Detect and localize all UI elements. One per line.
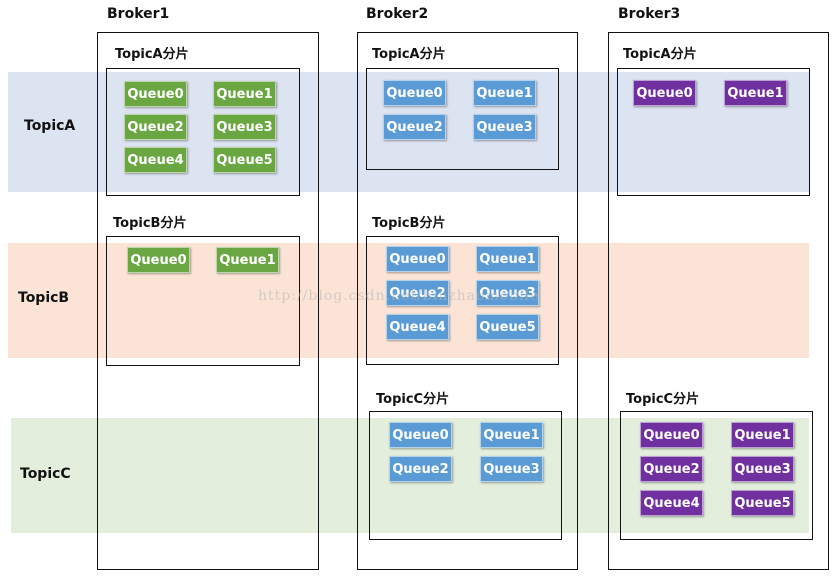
broker1-topica-shard-title: TopicA分片 [115,47,189,62]
broker3-topicc-queue0: Queue0 [640,422,703,448]
broker3-topicc-queue4: Queue4 [640,490,703,516]
broker2-topicb-queue5: Queue5 [476,314,539,340]
broker3-topica-queue0: Queue0 [633,80,696,106]
broker1-topicb-queue0: Queue0 [127,247,190,273]
broker3-topicc-queue3: Queue3 [731,456,794,482]
broker2-topica-queue1: Queue1 [473,80,536,106]
broker3-topica-shard-title: TopicA分片 [623,47,697,62]
broker1-topicb-shard [106,236,300,366]
broker2-topicb-shard-title: TopicB分片 [372,216,446,231]
broker2-topica-shard [366,68,559,170]
broker2-topica-queue0: Queue0 [383,80,446,106]
broker1-topica-shard [106,68,300,196]
broker1-topica-queue5: Queue5 [213,147,276,173]
broker1-topicb-shard-title: TopicB分片 [113,216,187,231]
broker2-topica-shard-title: TopicA分片 [372,47,446,62]
broker3-topicc-queue2: Queue2 [640,456,703,482]
broker3-topica-shard [617,68,810,196]
broker1-topica-queue4: Queue4 [124,147,187,173]
broker2-topicc-shard [369,411,562,540]
broker1-topica-queue3: Queue3 [213,114,276,140]
broker2-topicb-queue0: Queue0 [386,246,449,272]
broker2-topicb-queue4: Queue4 [386,314,449,340]
watermark: http://blog.csdn.net/binzhaomobile [258,288,540,304]
broker3-title: Broker3 [618,6,681,22]
topicb-label: TopicB [18,290,70,306]
broker3-box [608,32,829,570]
broker3-topica-queue1: Queue1 [724,80,787,106]
broker1-topica-queue0: Queue0 [124,81,187,107]
broker2-topicb-queue1: Queue1 [476,246,539,272]
topica-label: TopicA [24,118,76,134]
broker1-title: Broker1 [107,6,170,22]
broker2-topica-queue3: Queue3 [473,114,536,140]
broker2-topicc-queue1: Queue1 [480,422,543,448]
broker3-topicc-queue5: Queue5 [731,490,794,516]
broker2-topica-queue2: Queue2 [383,114,446,140]
topicc-label: TopicC [20,466,71,482]
broker2-title: Broker2 [366,6,429,22]
broker3-topicc-shard [620,411,813,540]
broker3-topicc-shard-title: TopicC分片 [626,392,700,407]
broker2-topicc-shard-title: TopicC分片 [376,392,450,407]
broker2-topicb-queue2: Queue2 [386,280,449,306]
broker2-topicc-queue3: Queue3 [480,456,543,482]
broker2-topicb-queue3: Queue3 [476,280,539,306]
broker1-topicb-queue1: Queue1 [216,247,279,273]
broker2-topicb-shard [366,236,559,365]
broker1-box [97,32,319,570]
broker3-topicc-queue1: Queue1 [731,422,794,448]
broker2-topicc-queue0: Queue0 [389,422,452,448]
broker1-topica-queue1: Queue1 [213,81,276,107]
broker2-box [357,32,578,570]
broker1-topica-queue2: Queue2 [124,114,187,140]
broker2-topicc-queue2: Queue2 [389,456,452,482]
